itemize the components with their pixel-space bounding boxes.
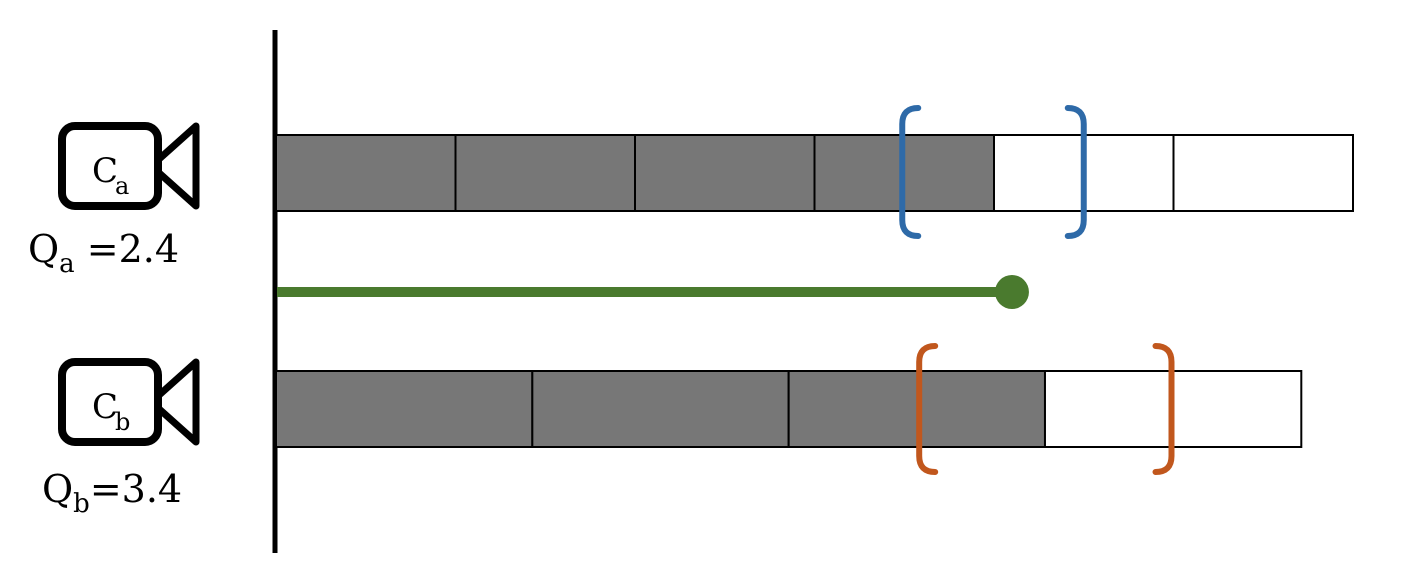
buffered-segment-b — [531, 370, 790, 448]
quality-a-main: Q — [28, 227, 60, 271]
buffer-row-a — [275, 134, 1354, 212]
buffered-segment-b — [275, 370, 534, 448]
window-bracket-right-b — [1152, 343, 1175, 475]
quality-b-value: =3.4 — [89, 467, 183, 511]
camera-a-subscript: a — [115, 172, 129, 200]
window-bracket-left-b — [916, 343, 939, 475]
quality-b-sub: b — [73, 489, 90, 519]
video-camera-icon — [58, 122, 200, 210]
camera-a: C a — [58, 122, 200, 210]
window-bracket-right-a — [1064, 105, 1087, 239]
window-bracket-left-a — [899, 105, 922, 239]
playback-progress — [277, 275, 1029, 309]
buffered-segment-a — [275, 134, 457, 212]
quality-b-main: Q — [42, 467, 74, 511]
playhead-dot — [994, 275, 1029, 309]
quality-a-sub: a — [59, 249, 75, 279]
camera-b-letter: C — [92, 387, 118, 427]
camera-b: C b — [58, 358, 200, 446]
quality-a-value: =2.4 — [74, 227, 180, 271]
buffer-row-b — [275, 370, 1303, 448]
video-camera-icon — [58, 358, 200, 446]
camera-b-subscript: b — [115, 408, 130, 436]
buffered-segment-a — [634, 134, 816, 212]
window-brackets — [899, 105, 1175, 475]
camera-a-letter: C — [92, 151, 118, 191]
quality-label-a: Qa =2.4 — [28, 227, 180, 277]
quality-label-b: Qb=3.4 — [42, 467, 183, 517]
buffered-segment-a — [454, 134, 636, 212]
empty-segment-a — [1172, 134, 1354, 212]
